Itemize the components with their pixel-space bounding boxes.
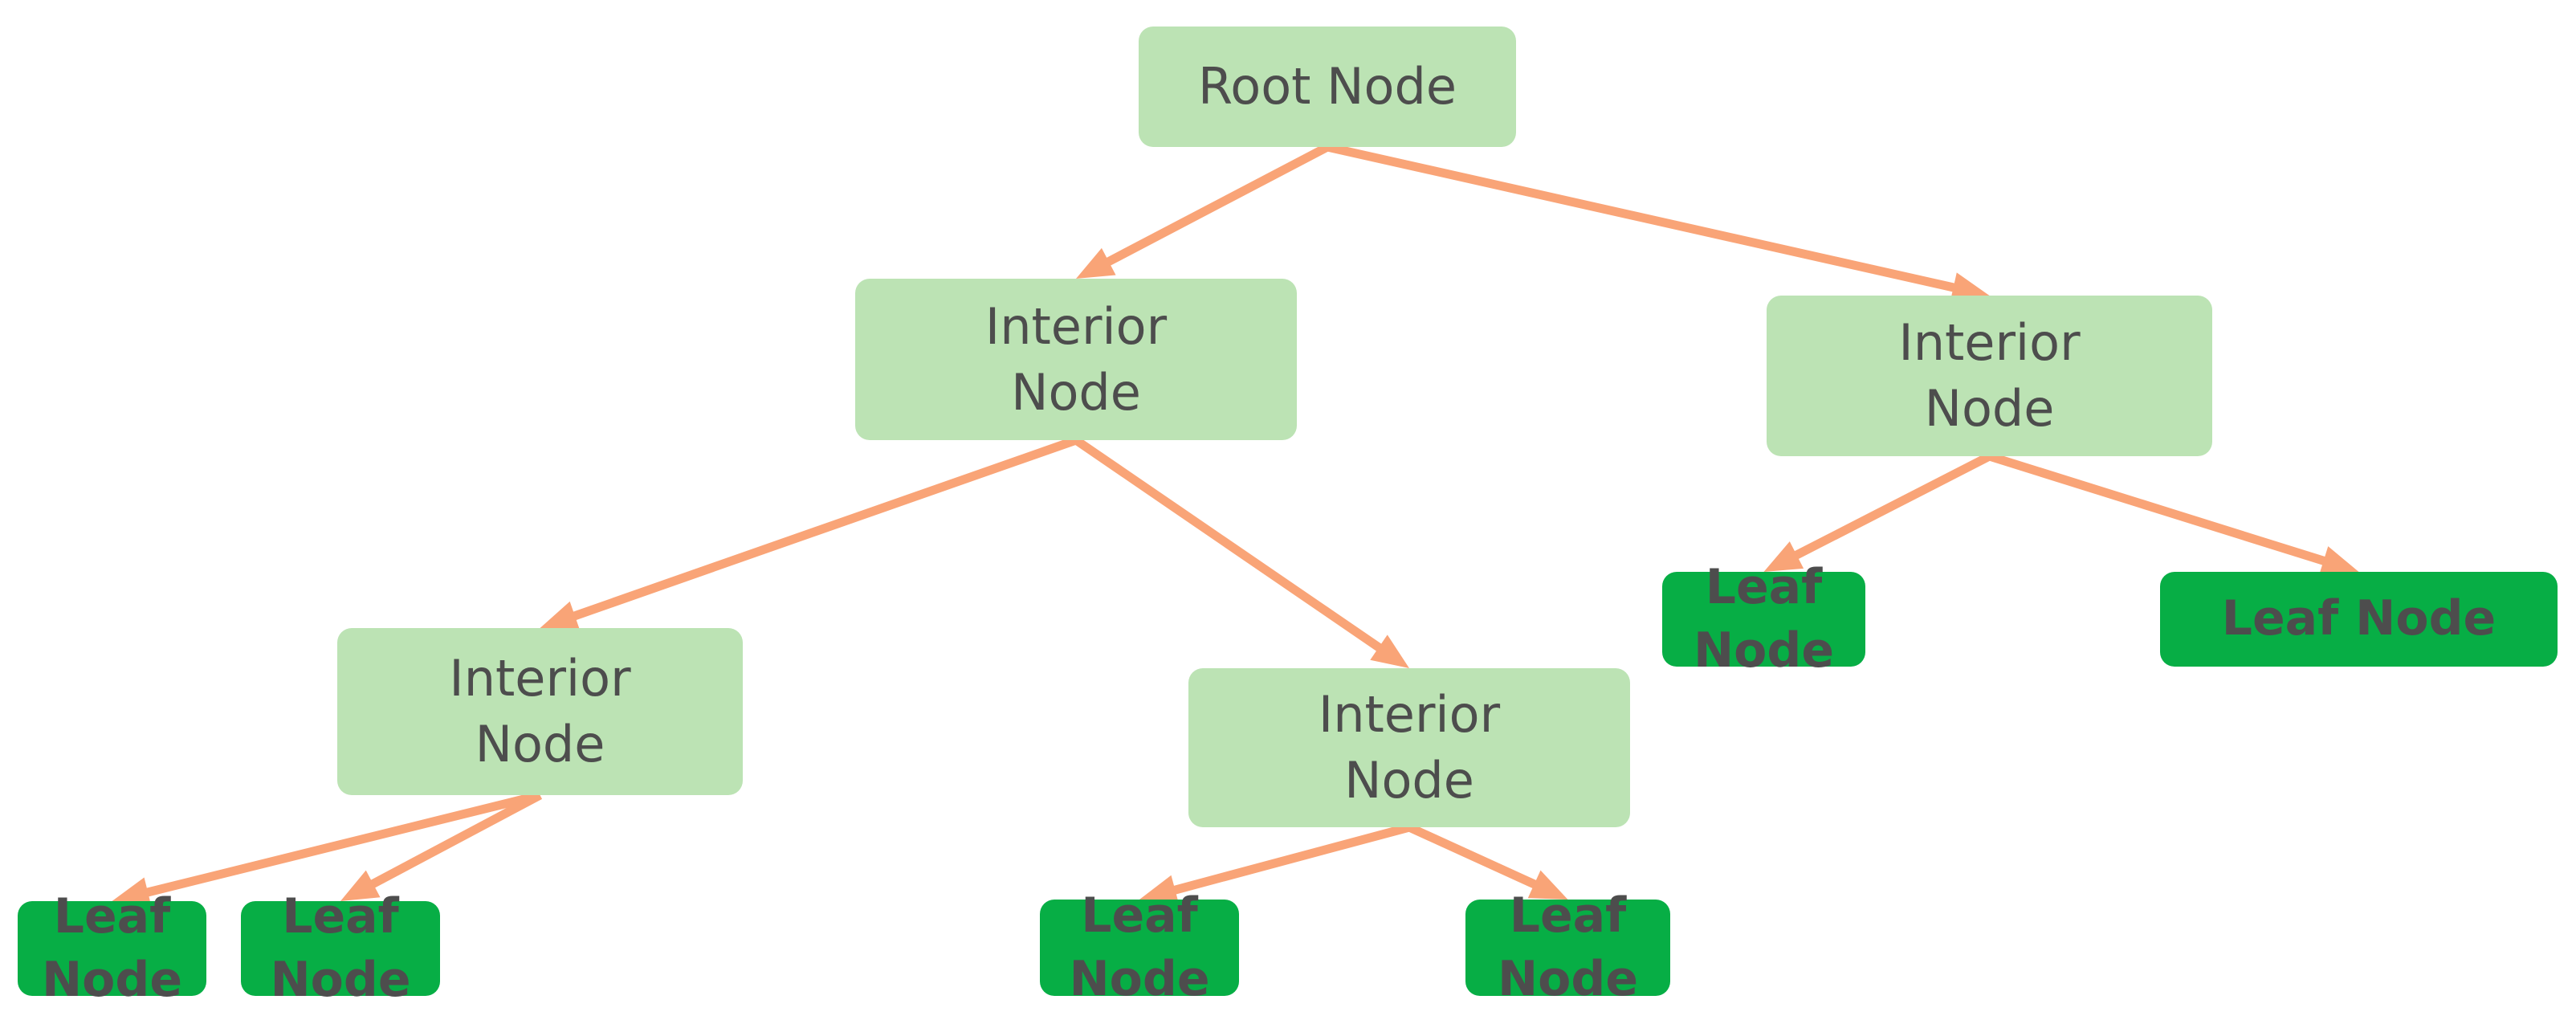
- tree-node-label: Node: [475, 715, 605, 773]
- edge-i1-to-i3: [540, 435, 1078, 630]
- tree-node-l1[interactable]: Leaf Node: [18, 888, 206, 1008]
- tree-node-label: Node: [1924, 379, 2055, 438]
- edge-root-to-i2: [1326, 142, 1990, 303]
- edge-root-to-i1: [1076, 143, 1330, 279]
- tree-node-l4[interactable]: Leaf Node: [1465, 887, 1670, 1007]
- edge-i1-to-i4: [1073, 436, 1409, 668]
- tree-node-l6[interactable]: Leaf Node: [2160, 572, 2558, 667]
- tree-node-label: Leaf Node: [2221, 590, 2497, 647]
- tree-node-label: Leaf Node: [1497, 887, 1639, 1007]
- tree-node-label: Leaf Node: [270, 887, 411, 1008]
- tree-node-label: Interior: [1318, 685, 1501, 745]
- tree-node-label: Leaf Node: [41, 887, 183, 1008]
- tree-node-l5[interactable]: Leaf Node: [1662, 559, 1865, 679]
- edge-i2-to-l6: [1987, 451, 2359, 576]
- tree-node-label: Node: [1344, 751, 1474, 810]
- tree-node-label: Interior: [449, 649, 631, 708]
- edge-i2-to-l5: [1763, 452, 1992, 572]
- tree-node-label: Interior: [984, 296, 1168, 356]
- tree-node-label: Root Node: [1198, 57, 1457, 116]
- tree-node-label: Leaf Node: [1693, 558, 1835, 679]
- tree-node-l3[interactable]: Leaf Node: [1040, 887, 1239, 1007]
- tree-node-label: Node: [1011, 362, 1141, 422]
- tree-node-root[interactable]: Root Node: [1139, 27, 1516, 147]
- tree-node-label: Leaf Node: [1069, 887, 1210, 1007]
- tree-node-label: Interior: [1898, 313, 2081, 373]
- tree-node-l2[interactable]: Leaf Node: [241, 888, 440, 1008]
